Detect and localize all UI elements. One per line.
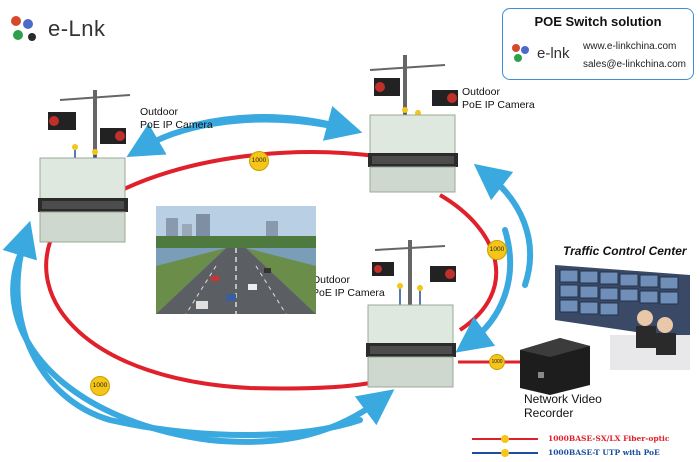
cabinet-bottom xyxy=(366,240,456,388)
infobox-title: POE Switch solution xyxy=(534,14,662,29)
solution-info-box: POE Switch solution e-lnk www.e-linkchin… xyxy=(502,8,694,80)
logo-text: e-Lnk xyxy=(48,16,106,41)
infobox-logo-icon xyxy=(512,44,529,62)
brand-logo: e-Lnk xyxy=(8,14,128,44)
legend-swatches xyxy=(472,435,538,457)
nvr-device xyxy=(520,338,590,395)
camera-label-bottom: Outdoor PoE IP Camera xyxy=(312,274,385,299)
website-text[interactable]: www.e-linkchina.com xyxy=(583,41,677,52)
legend-utp-label: 1000BASE-T UTP with PoE xyxy=(548,448,660,457)
fiber-badge: 1000 xyxy=(249,151,269,171)
cabinet-top-right xyxy=(368,55,458,193)
fiber-badge: 1000 xyxy=(489,354,505,370)
logo-mark-icon xyxy=(11,16,36,41)
camera-label-left: Outdoor PoE IP Camera xyxy=(140,106,213,131)
fiber-badge: 1000 xyxy=(487,240,507,260)
highway-photo xyxy=(156,206,316,314)
infobox-logo-text: e-lnk xyxy=(537,45,570,62)
nvr-label: Network Video Recorder xyxy=(524,392,602,420)
fiber-badge: 1000 xyxy=(90,376,110,396)
legend: 1000BASE-SX/LX Fiber-optic 1000BASE-T UT… xyxy=(470,432,695,460)
control-center-monitors xyxy=(555,265,690,370)
email-text[interactable]: sales@e-linkchina.com xyxy=(583,59,686,70)
traffic-center-title: Traffic Control Center xyxy=(563,244,687,258)
legend-fiber-label: 1000BASE-SX/LX Fiber-optic xyxy=(548,434,670,443)
cabinet-left xyxy=(38,90,131,243)
link-arrows xyxy=(2,105,534,445)
camera-label-top-right: Outdoor PoE IP Camera xyxy=(462,86,535,111)
